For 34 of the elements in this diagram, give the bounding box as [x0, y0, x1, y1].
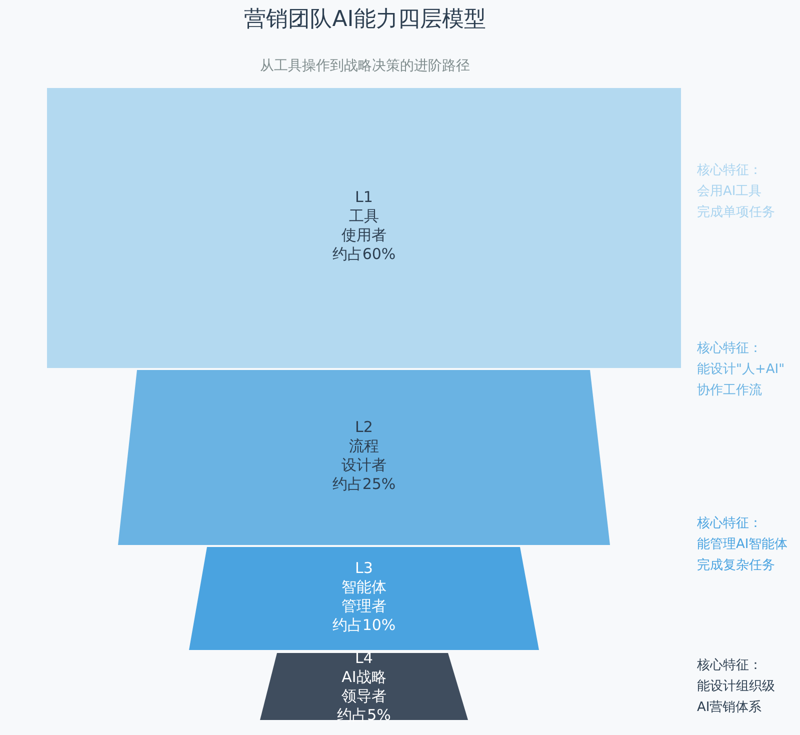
feature-note: AI营销体系 — [697, 699, 762, 717]
layer-label: L3 — [355, 559, 373, 578]
feature-note: 核心特征： — [697, 162, 762, 180]
subtitle: 从工具操作到战略决策的进阶路径 — [260, 57, 470, 75]
layer-label: AI战略 — [342, 668, 386, 687]
feature-note: 核心特征： — [697, 657, 762, 675]
layer-label: 智能体 — [342, 578, 386, 597]
feature-note: 能设计组织级 — [697, 678, 775, 696]
feature-note: 协作工作流 — [697, 382, 762, 400]
layer-label: L4 — [355, 649, 373, 668]
feature-note: 能设计"人+AI" — [697, 361, 785, 379]
layer-label: 约占25% — [332, 475, 396, 494]
funnel-layer — [47, 88, 681, 368]
layer-label: 使用者 — [342, 226, 386, 245]
funnel-layer — [189, 547, 539, 650]
layer-label: 设计者 — [342, 456, 386, 475]
layer-label: 管理者 — [342, 597, 386, 616]
layer-label: L2 — [355, 418, 373, 437]
layer-label: 流程 — [349, 437, 379, 456]
feature-note: 能管理AI智能体 — [697, 536, 788, 554]
feature-note: 完成复杂任务 — [697, 557, 775, 575]
feature-note: 核心特征： — [697, 340, 762, 358]
layer-label: L1 — [355, 188, 373, 207]
layer-label: 约占10% — [332, 616, 396, 635]
layer-label: 约占60% — [332, 245, 396, 264]
layer-label: 工具 — [349, 207, 379, 226]
title: 营销团队AI能力四层模型 — [244, 6, 486, 34]
layer-label: 领导者 — [342, 687, 386, 706]
feature-note: 会用AI工具 — [697, 183, 762, 201]
feature-note: 核心特征： — [697, 515, 762, 533]
funnel-layer — [260, 653, 468, 720]
layer-label: 约占5% — [337, 706, 391, 725]
feature-note: 完成单项任务 — [697, 204, 775, 222]
funnel-layer — [118, 370, 610, 545]
